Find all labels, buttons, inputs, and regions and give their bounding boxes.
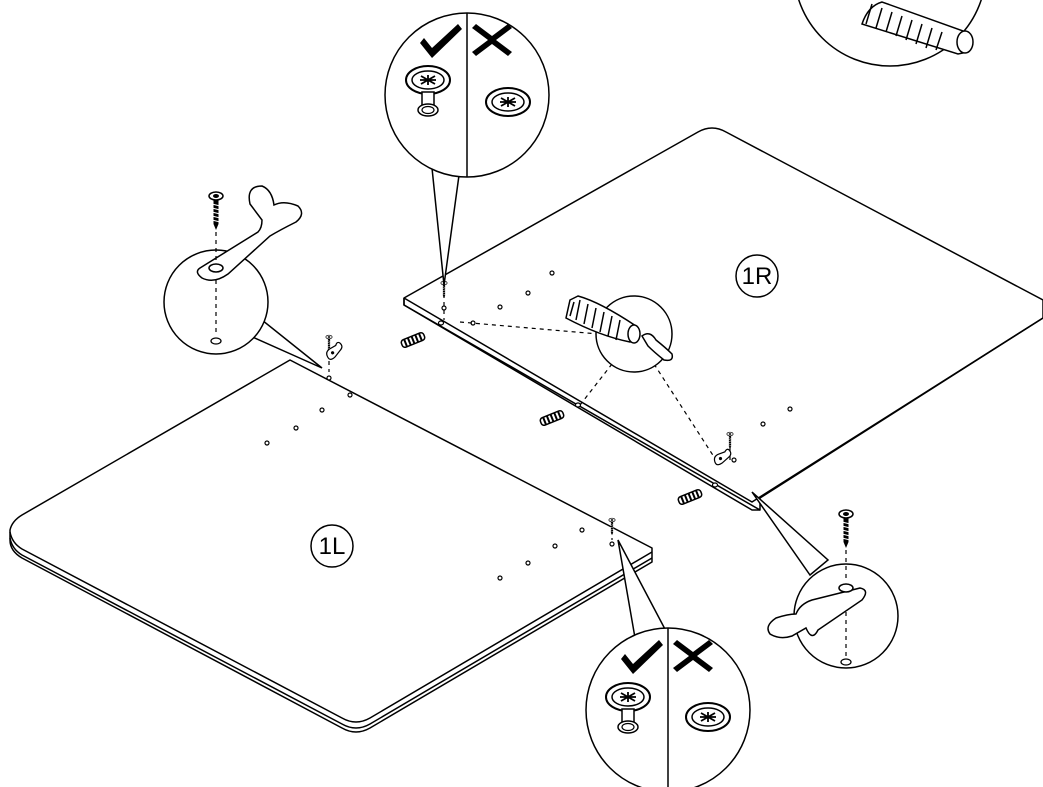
dowel-3 [676, 487, 704, 507]
screw-head-incorrect [685, 702, 731, 732]
cam-1l [323, 340, 346, 362]
screw-large-right [838, 509, 854, 549]
callout-cam-right [751, 491, 899, 669]
screw-head-incorrect [485, 87, 531, 117]
screw-head-correct [405, 65, 451, 117]
callout-screw-depth-top [384, 12, 550, 286]
panel-1r-holes [437, 270, 793, 488]
cam-connector-large [196, 185, 303, 281]
screw-head-correct [605, 682, 651, 734]
panel-1r [403, 127, 1043, 511]
panel-1l-holes [264, 375, 615, 581]
label-1l: 1L [310, 524, 354, 568]
label-1l-text: 1L [319, 533, 346, 560]
label-1r-text: 1R [742, 263, 773, 290]
cam-connector-large [767, 587, 867, 639]
label-1r: 1R [735, 254, 779, 298]
dowel-2 [538, 408, 566, 428]
callout-dowel-center [565, 295, 674, 373]
screw-large-left [208, 191, 224, 231]
callout-dowel-top-right [798, 0, 982, 67]
dowel-1 [399, 330, 427, 350]
callout-screw-depth-bottom [585, 539, 751, 787]
callout-cam-left [163, 185, 323, 369]
